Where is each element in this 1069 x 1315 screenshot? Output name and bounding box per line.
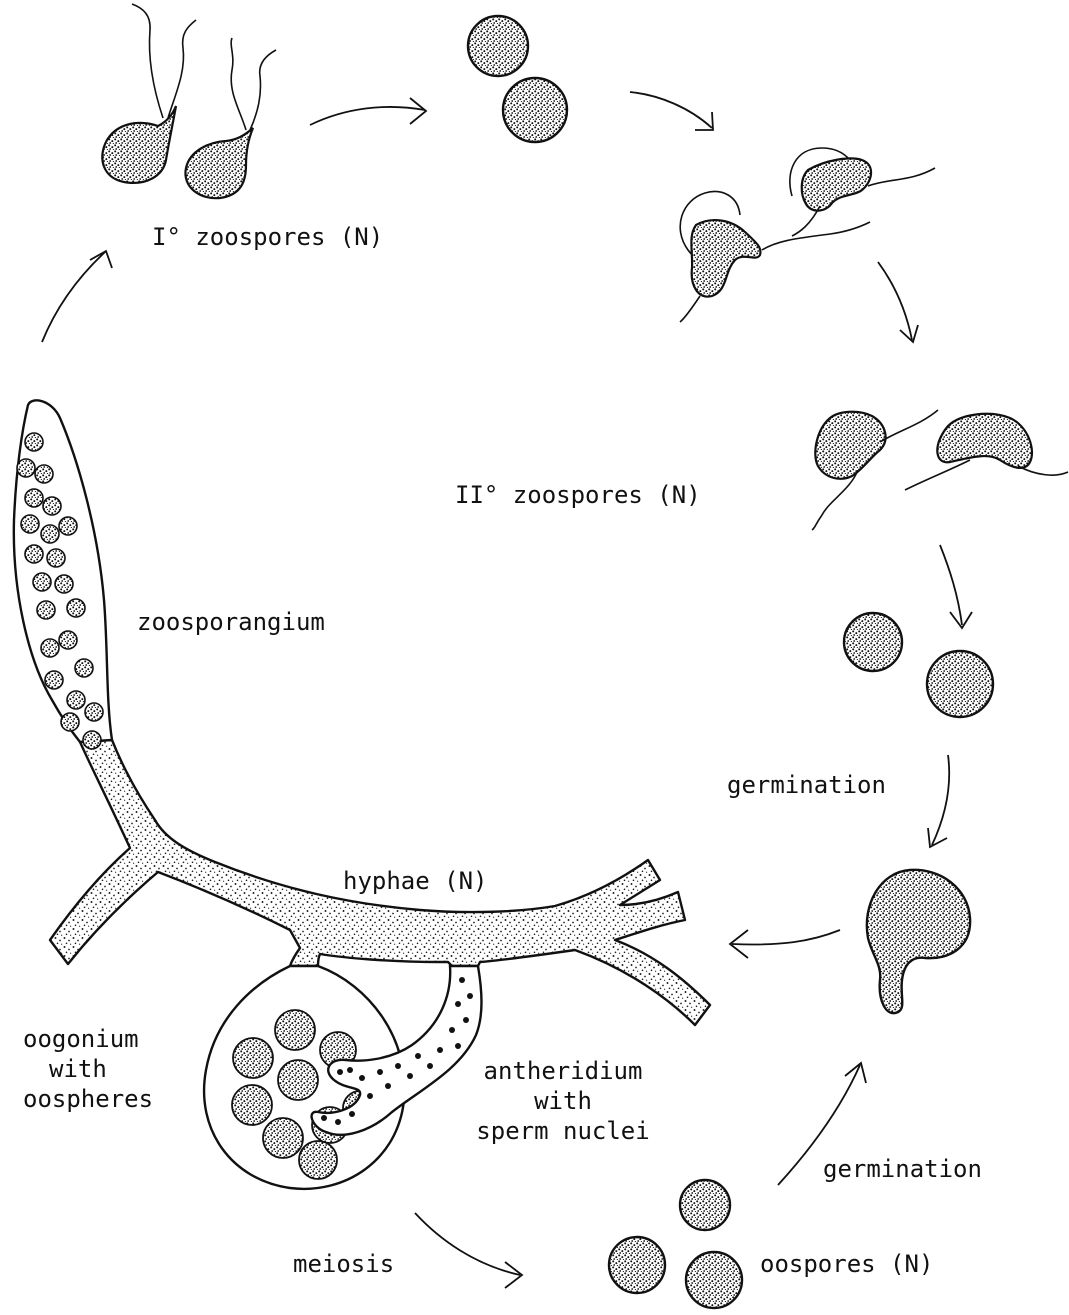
label-antheridium: antheridium with sperm nuclei bbox=[468, 1056, 658, 1146]
arrow-to-cysts-right bbox=[940, 545, 972, 628]
secondary-zoospore-1 bbox=[812, 410, 938, 530]
arrow-to-secondary-zoospores bbox=[878, 262, 918, 342]
arrow-to-hyphae bbox=[730, 930, 840, 958]
arrow-primary-to-cysts bbox=[310, 98, 426, 125]
label-zoosporangium: zoosporangium bbox=[137, 607, 325, 637]
encysted-zoospores-top bbox=[468, 16, 567, 142]
arrow-to-primary-zoospores bbox=[42, 251, 112, 342]
label-antheridium-line-1: antheridium bbox=[468, 1056, 658, 1086]
label-antheridium-line-3: sperm nuclei bbox=[468, 1116, 658, 1146]
label-germination-right: germination bbox=[727, 770, 886, 800]
emerging-zoospore-1 bbox=[790, 148, 935, 236]
arrow-germination-right bbox=[928, 755, 949, 847]
label-oogonium: oogonium with oospheres bbox=[23, 1024, 153, 1114]
zoosporangium bbox=[14, 400, 112, 749]
label-oogonium-line-1: oogonium bbox=[23, 1024, 153, 1054]
arrow-meiosis bbox=[415, 1213, 522, 1288]
label-meiosis: meiosis bbox=[293, 1249, 394, 1279]
germinating-spore bbox=[867, 870, 970, 1013]
emerging-zoospore-2 bbox=[680, 192, 870, 322]
label-hyphae: hyphae (N) bbox=[343, 866, 488, 896]
label-oospores: oospores (N) bbox=[760, 1249, 933, 1279]
arrow-cysts-to-emerging bbox=[630, 92, 713, 130]
primary-zoospore-2 bbox=[185, 38, 276, 198]
label-oogonium-line-2: with bbox=[23, 1054, 153, 1084]
secondary-zoospore-2 bbox=[905, 414, 1068, 490]
label-primary-zoospores: I° zoospores (N) bbox=[152, 222, 383, 252]
primary-zoospore-1 bbox=[102, 4, 196, 183]
label-secondary-zoospores: II° zoospores (N) bbox=[455, 480, 701, 510]
label-antheridium-line-2: with bbox=[468, 1086, 658, 1116]
label-germination-bottom: germination bbox=[823, 1154, 982, 1184]
label-oogonium-line-3: oospheres bbox=[23, 1084, 153, 1114]
oospores bbox=[609, 1180, 742, 1308]
encysted-zoospores-right bbox=[844, 613, 993, 717]
